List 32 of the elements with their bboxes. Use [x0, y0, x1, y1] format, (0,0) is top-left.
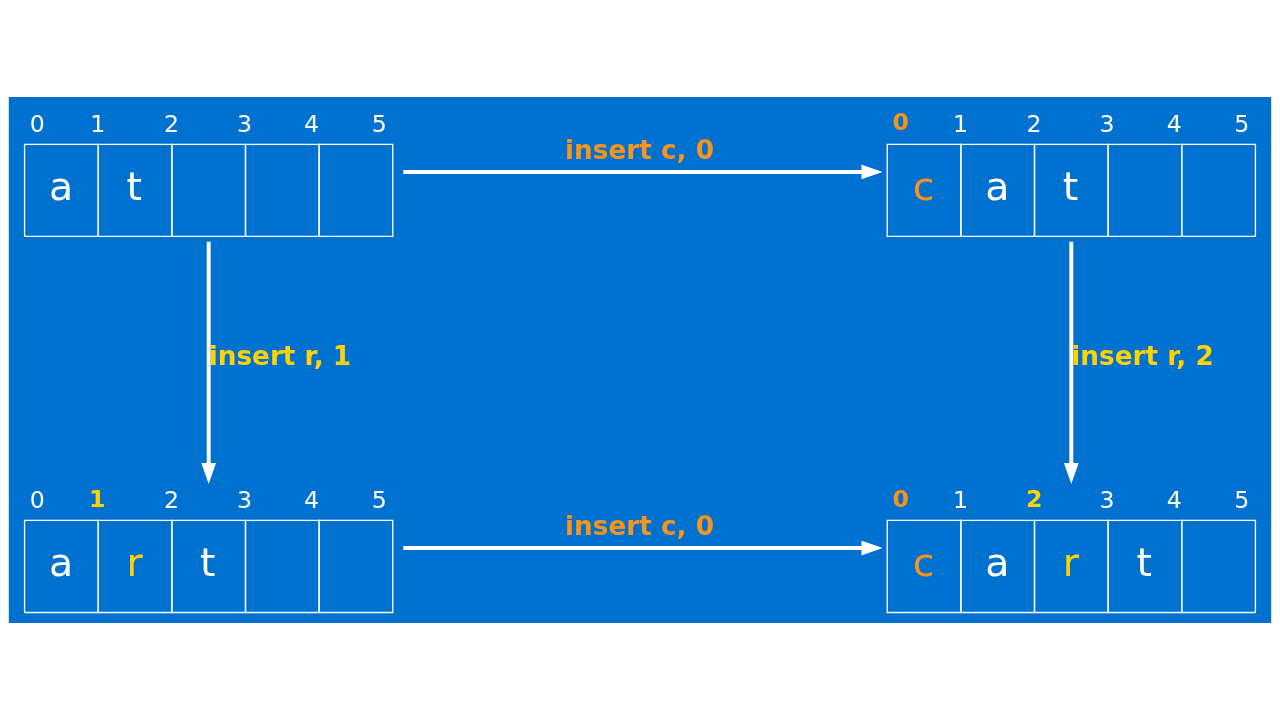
node-label: 5 [371, 485, 387, 514]
node-label: 1 [90, 109, 106, 138]
edge-label: insert c, 0 [565, 510, 714, 541]
node-label: 0 [892, 108, 909, 137]
node-label: 5 [371, 109, 387, 138]
arrow [201, 241, 217, 484]
node-label: 3 [1099, 485, 1115, 514]
node-label: 1 [952, 485, 969, 514]
edge-label: insert c, 0 [565, 134, 714, 165]
edge-label: insert r, 2 [1071, 341, 1214, 372]
node-label: 2 [1025, 484, 1043, 513]
edge-label: insert r, 1 [208, 341, 352, 372]
node-label: 0 [29, 109, 45, 138]
node-label: 3 [236, 109, 253, 138]
node-label: 1 [952, 109, 969, 138]
node-label: 2 [163, 109, 180, 138]
node-label: 3 [236, 485, 253, 514]
node-label: 2 [163, 485, 180, 514]
node-label: 5 [1234, 485, 1250, 514]
arrow [403, 540, 883, 556]
node-label: 0 [29, 485, 45, 514]
node-label: 4 [1166, 109, 1182, 138]
node-label: 2 [1026, 109, 1042, 138]
node-label: 0 [892, 484, 909, 513]
arrow [1063, 241, 1079, 484]
node-label: 1 [89, 484, 106, 513]
node-label: 4 [304, 109, 320, 138]
node-label: 3 [1099, 109, 1115, 138]
node-label: 4 [304, 485, 320, 514]
arrow [403, 164, 883, 180]
node-label: 4 [1166, 485, 1182, 514]
node-label: 5 [1234, 109, 1250, 138]
